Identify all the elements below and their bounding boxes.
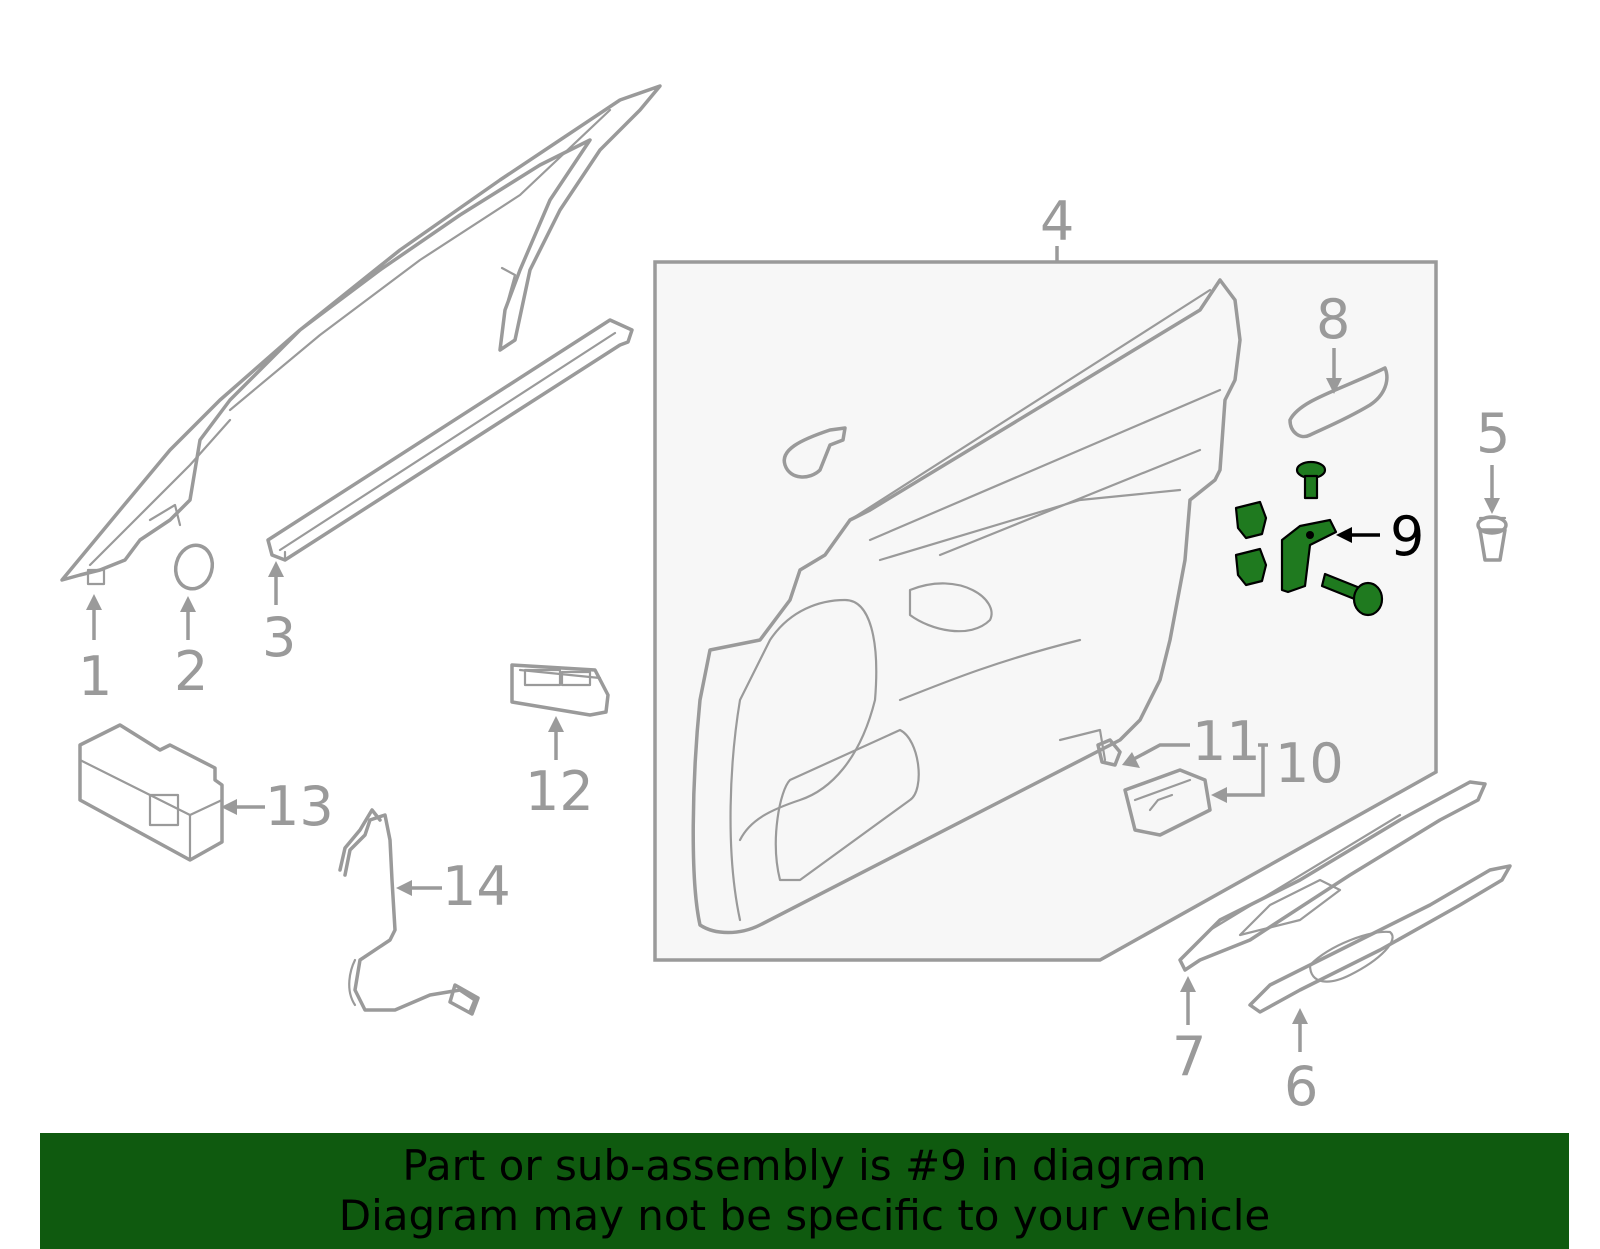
leader-arrow-9	[1336, 527, 1380, 543]
part-4-trim-panel-box	[653, 246, 1438, 962]
callout-11: 11	[1192, 710, 1261, 773]
part-11-clip	[1096, 738, 1122, 767]
callout-1: 1	[78, 645, 112, 708]
callout-12: 12	[525, 760, 594, 823]
callout-4: 4	[1040, 190, 1074, 253]
callout-2: 2	[174, 640, 208, 703]
part-1-window-frame	[60, 84, 662, 586]
door-trim-panel	[691, 278, 1242, 935]
leader-arrows	[86, 348, 1500, 1052]
callout-13: 13	[265, 775, 334, 838]
callout-7: 7	[1172, 1025, 1206, 1088]
callout-8: 8	[1316, 288, 1350, 351]
part-7-armrest-base	[1178, 780, 1487, 972]
part-8-armrest-cover	[1288, 366, 1389, 439]
part-5-push-clip	[1476, 515, 1508, 562]
callout-6: 6	[1284, 1055, 1318, 1118]
info-banner: Part or sub-assembly is #9 in diagram Di…	[40, 1133, 1569, 1249]
part-10-switch	[1123, 768, 1212, 837]
callout-9: 9	[1390, 505, 1424, 568]
callout-10: 10	[1275, 732, 1344, 795]
callout-3: 3	[262, 606, 296, 669]
inner-handle-bezel	[782, 426, 847, 479]
part-12-switch-module	[510, 663, 610, 717]
callout-14: 14	[442, 855, 511, 918]
part-9-bracket-assembly	[1234, 460, 1384, 617]
callout-5: 5	[1476, 402, 1510, 465]
part-3-belt-molding	[266, 318, 634, 562]
part-6-trim-garnish	[1248, 864, 1512, 1014]
part-13-control-module	[78, 723, 224, 862]
banner-line-2: Diagram may not be specific to your vehi…	[338, 1191, 1271, 1240]
banner-line-1: Part or sub-assembly is #9 in diagram	[402, 1141, 1207, 1190]
part-14-wire-harness	[338, 808, 480, 1016]
part-2-ring	[173, 543, 215, 591]
